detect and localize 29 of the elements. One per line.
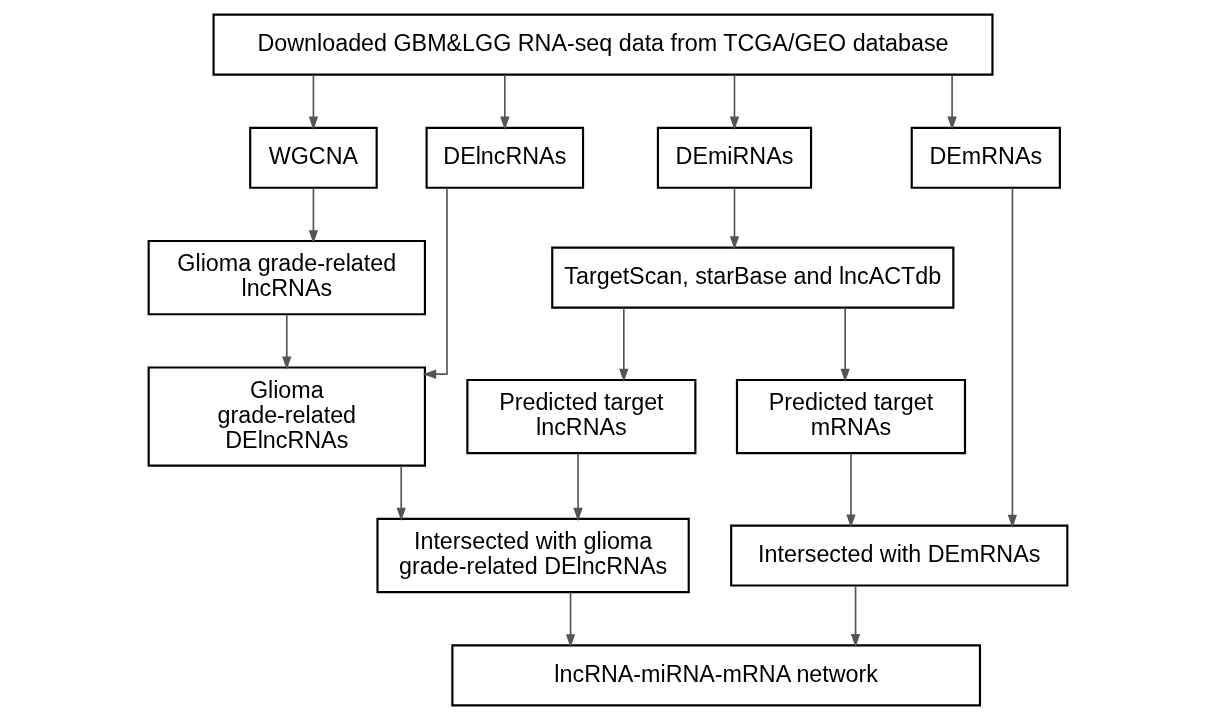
node-box: TargetScan, starBase and lncACTdb [550,246,954,309]
arrow [850,584,860,648]
node-box: Downloaded GBM&LGG RNA-seq data from TCGA/GEO database [212,13,994,76]
node-box: DEmRNAs [910,126,1061,189]
arrow [618,306,628,383]
node-box: DEmiRNAs [656,126,812,189]
arrow [840,306,850,383]
node-box: Glioma grade-related lncRNAs [147,239,426,316]
node-box: Intersected with glioma grade-related DElncRNAs [375,517,690,594]
arrow [729,187,739,250]
node-box: DElncRNAs [425,126,584,189]
arrow [422,187,448,379]
node-box: Intersected with DEmRNAs [729,524,1068,587]
arrow [565,592,575,648]
arrow [308,74,318,130]
arrow [281,314,291,370]
arrow [308,187,318,244]
node-box: lncRNA-miRNA-mRNA network [450,644,981,707]
node-box: WGCNA [248,126,378,189]
arrow [499,74,509,130]
node-box: Predicted target lncRNAs [465,378,696,455]
node-box: Predicted target mRNAs [735,378,966,455]
arrow [1007,187,1017,528]
arrow [572,453,583,522]
arrow [946,74,957,130]
arrow [396,465,406,522]
node-box: Glioma grade-related DElncRNAs [147,366,426,467]
arrow [845,453,856,528]
arrow [729,74,739,130]
